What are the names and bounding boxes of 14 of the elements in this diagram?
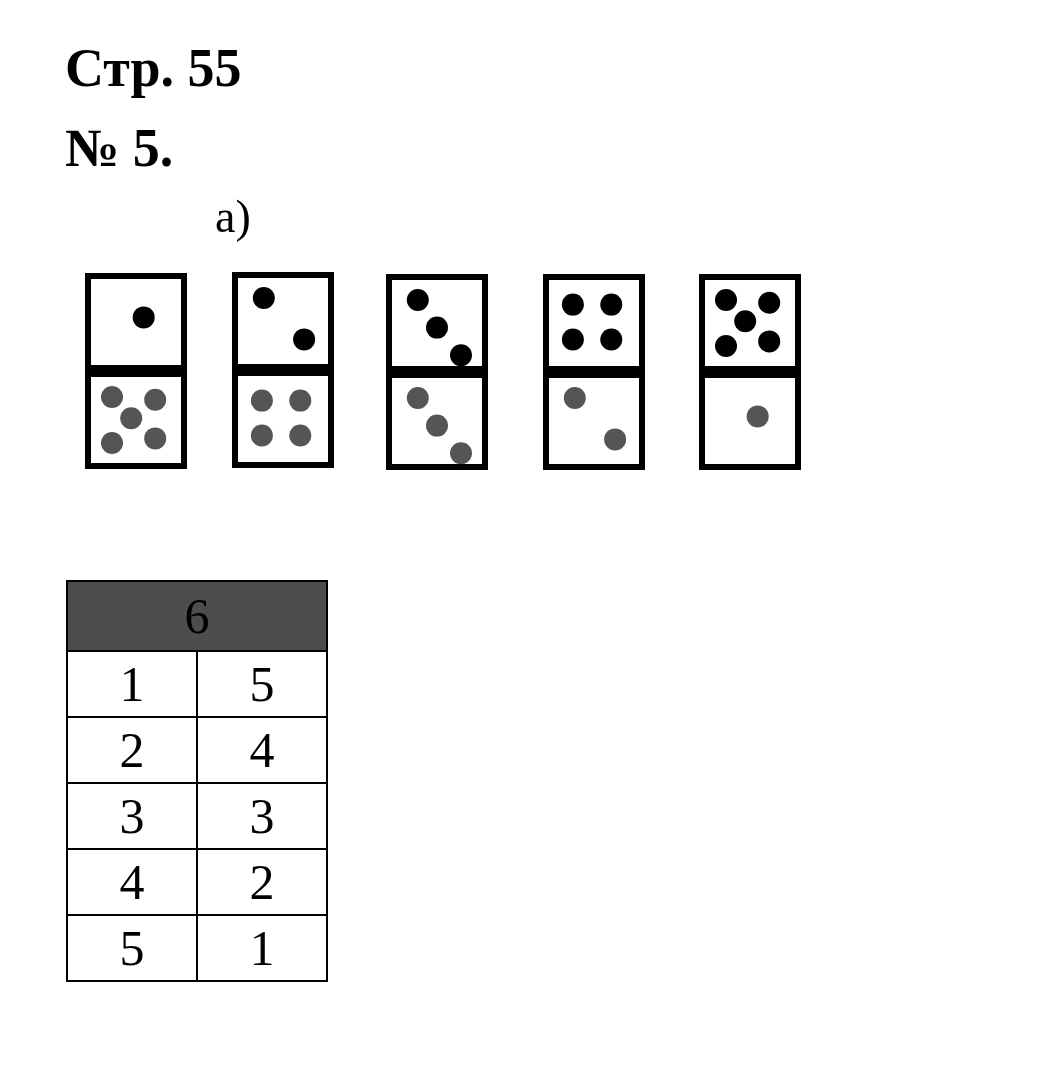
table-cell: 5 [67,915,197,981]
table-cell: 3 [197,783,327,849]
table-cell: 4 [197,717,327,783]
table-cell: 2 [197,849,327,915]
exercise-number: № 5. [65,118,174,178]
header-cell: 6 [67,581,327,651]
table-cell: 3 [67,783,197,849]
table-cell: 4 [67,849,197,915]
table-cell: 1 [197,915,327,981]
table-cell: 5 [197,651,327,717]
table-cell: 1 [67,651,197,717]
table-cell: 2 [67,717,197,783]
part-label: а) [215,190,251,244]
page-title: Стр. 55 [65,38,242,98]
